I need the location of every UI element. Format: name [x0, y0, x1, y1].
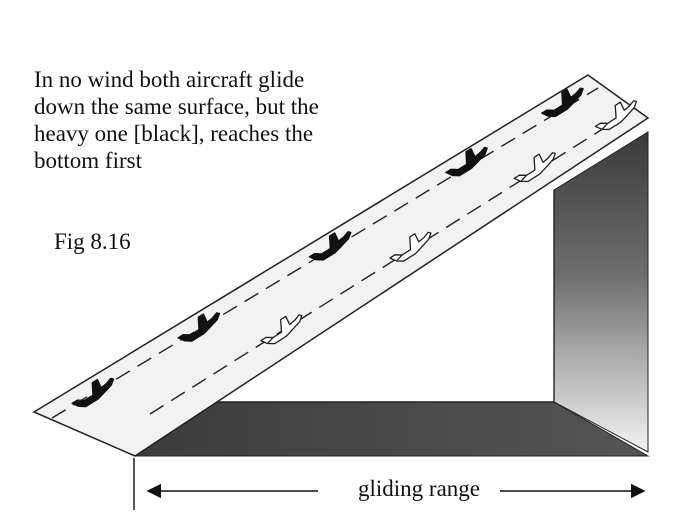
- caption-line: heavy one [black], reaches the: [34, 121, 314, 146]
- figure-label: Fig 8.16: [54, 229, 131, 254]
- heavy-aircraft-icon: [308, 231, 352, 261]
- light-glide-path: [149, 107, 637, 415]
- light-aircraft-icon: [513, 152, 556, 183]
- caption-line: bottom first: [34, 148, 142, 173]
- caption-text: In no wind both aircraft glide down the …: [34, 66, 434, 174]
- gliding-range-label: gliding range: [358, 476, 480, 501]
- support-outline: [214, 190, 555, 403]
- light-aircraft-icon: [594, 100, 638, 131]
- light-aircraft-icon: [260, 314, 303, 345]
- light-aircraft-icon: [389, 231, 432, 262]
- heavy-aircraft-icon: [541, 87, 584, 118]
- heavy-aircraft-icon: [177, 312, 221, 342]
- light-aircraft-group: [260, 100, 638, 345]
- heavy-aircraft-icon: [71, 377, 115, 408]
- heavy-glide-path: [51, 87, 599, 419]
- glide-surface: [32, 74, 650, 457]
- caption-line: In no wind both aircraft glide: [34, 67, 305, 92]
- heavy-aircraft-icon: [445, 146, 488, 177]
- caption-line: down the same surface, but the: [34, 94, 319, 119]
- back-wall: [553, 131, 649, 453]
- heavy-aircraft-group: [71, 87, 584, 408]
